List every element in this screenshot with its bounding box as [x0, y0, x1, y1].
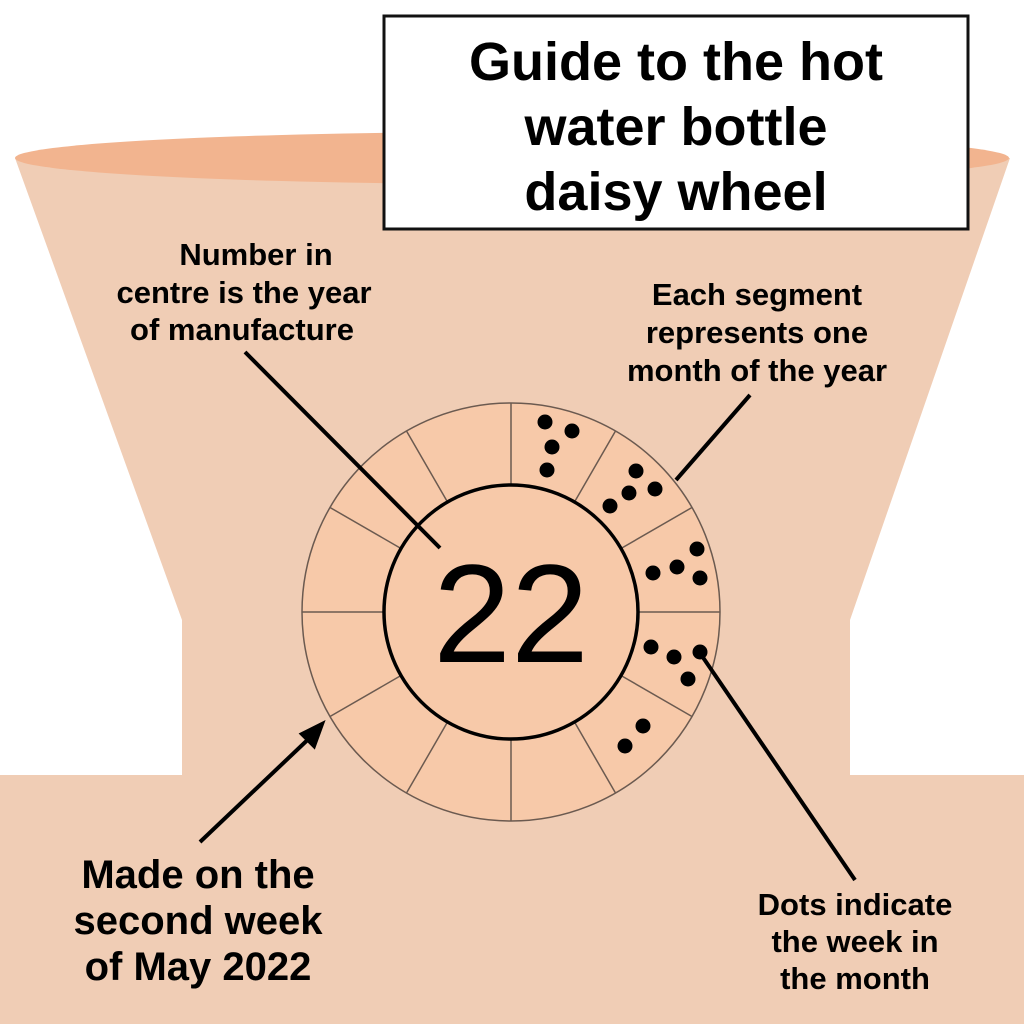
segment-divider — [620, 674, 693, 718]
svg-text:the week in: the week in — [771, 924, 938, 959]
week-dot — [647, 481, 663, 497]
segment-divider — [573, 721, 617, 794]
svg-text:of manufacture: of manufacture — [130, 312, 354, 347]
segment-divider — [405, 430, 449, 503]
svg-text:centre is the year: centre is the year — [116, 275, 371, 310]
week-dot — [689, 541, 705, 557]
arrowhead-icon — [298, 719, 326, 750]
annotation-dots: Dots indicate the week in the month — [758, 887, 953, 996]
leader-lines — [198, 350, 857, 882]
svg-text:Number in: Number in — [179, 237, 332, 272]
svg-text:of May 2022: of May 2022 — [85, 945, 312, 989]
title-line: Guide to the hot — [469, 32, 883, 92]
week-dot — [602, 498, 618, 514]
wheel-center — [382, 483, 640, 741]
week-dot — [635, 718, 651, 734]
annotation-year: Number in centre is the year of manufact… — [116, 237, 371, 347]
svg-text:Dots indicate: Dots indicate — [758, 887, 953, 922]
week-dot — [666, 649, 682, 665]
week-dot — [537, 414, 553, 430]
annotation-segment: Each segment represents one month of the… — [627, 277, 887, 388]
week-dot — [692, 570, 708, 586]
dots-leader-line — [700, 654, 857, 882]
week-dot — [539, 462, 555, 478]
week-dot — [669, 559, 685, 575]
segment-leader-line — [674, 393, 752, 482]
week-dot — [621, 485, 637, 501]
svg-text:second week: second week — [73, 899, 323, 943]
svg-text:represents one: represents one — [646, 315, 868, 350]
svg-text:Each segment: Each segment — [652, 277, 862, 312]
title-box: Guide to the hot water bottle daisy whee… — [382, 14, 970, 231]
segment-divider — [405, 721, 449, 794]
week-dot — [544, 439, 560, 455]
segment-divider — [573, 430, 617, 503]
week-dot — [564, 423, 580, 439]
year-number: 22 — [433, 535, 589, 692]
week-dot — [645, 565, 661, 581]
svg-text:month of the year: month of the year — [627, 353, 887, 388]
segment-divider — [329, 506, 402, 550]
segment-divider — [329, 674, 402, 718]
week-dot — [680, 671, 696, 687]
made-arrow-line — [198, 728, 320, 844]
week-dot — [617, 738, 633, 754]
week-dot — [628, 463, 644, 479]
year-leader-line — [243, 350, 442, 550]
segment-divider — [620, 506, 693, 550]
svg-text:the month: the month — [780, 961, 930, 996]
annotation-made: Made on the second week of May 2022 — [73, 853, 323, 989]
daisy-wheel: 22 — [301, 402, 721, 822]
svg-text:Made on the: Made on the — [81, 853, 314, 897]
title-line: daisy wheel — [524, 162, 827, 222]
title-line: water bottle — [523, 97, 827, 157]
week-dot — [643, 639, 659, 655]
